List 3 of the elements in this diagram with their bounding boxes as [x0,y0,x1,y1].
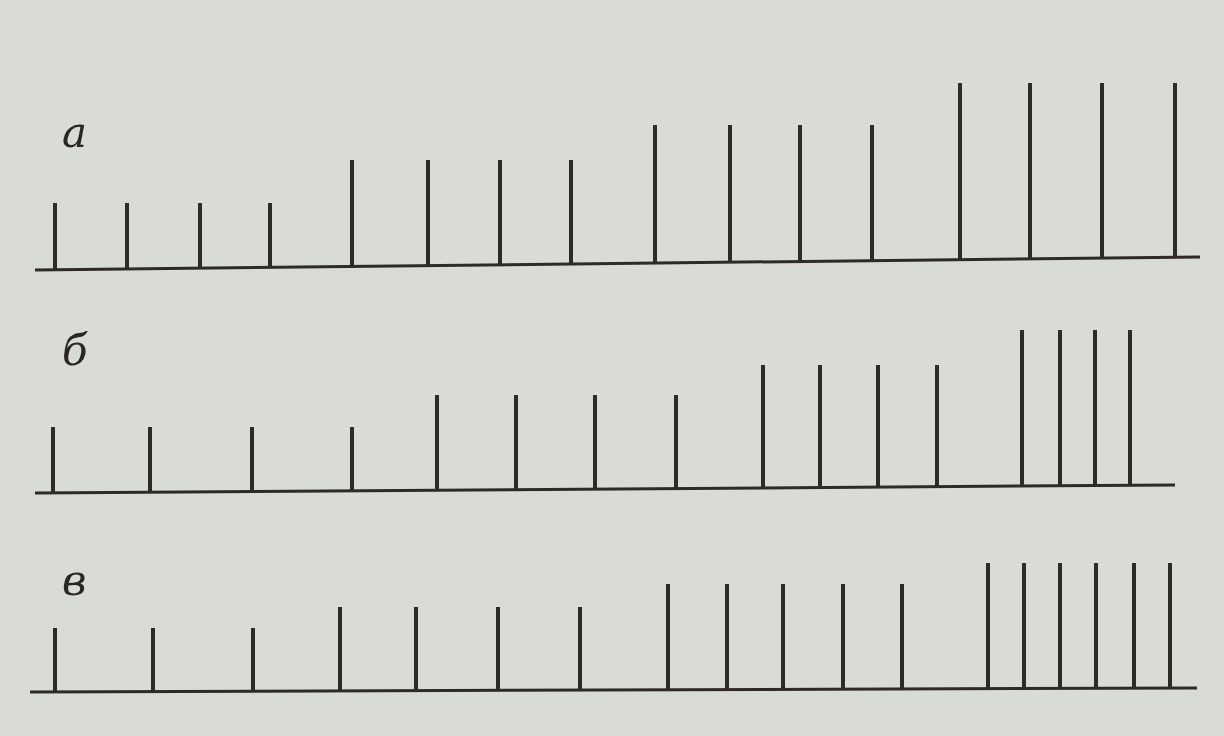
row-letter: в [62,560,87,602]
row-letter: а [62,112,88,154]
row-letter: б [62,330,88,372]
